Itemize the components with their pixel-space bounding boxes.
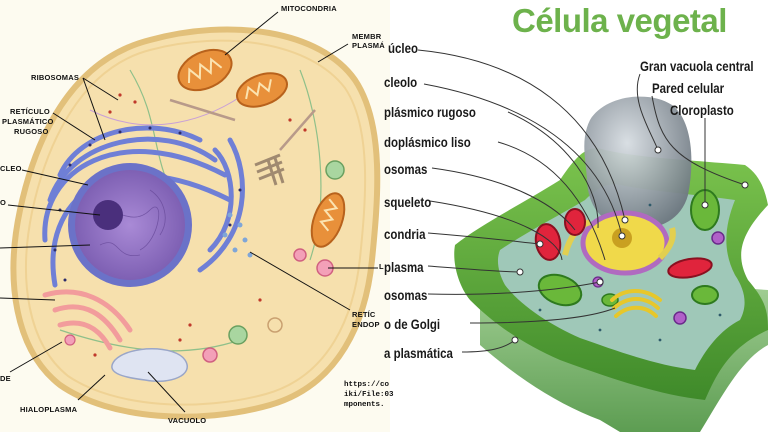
plant-label-vacuola: Gran vacuola central	[640, 58, 754, 74]
plant-label-citoesqueleto: squeleto	[384, 194, 432, 210]
label-rl: L	[379, 262, 384, 271]
plant-label-pared: Pared celular	[652, 80, 725, 96]
label-membrana-1: MEMBR	[352, 32, 382, 41]
label-reticulo-3: RUGOSO	[14, 127, 49, 136]
animal-nucleolus	[93, 200, 123, 230]
plant-label-membrana: a plasmática	[384, 345, 453, 361]
label-hialoplasma: HIALOPLASMA	[20, 405, 78, 414]
animal-golgi	[42, 289, 133, 351]
label-membrana-2: PLASMÁ	[352, 41, 385, 50]
plant-label-mitocondria: condria	[384, 226, 426, 242]
plant-label-re-liso: doplásmico liso	[384, 134, 471, 150]
label-lisosoma: DE	[0, 374, 11, 383]
label-reticulo-liso-2: ENDOP	[352, 320, 380, 329]
plant-label-lisosomas: osomas	[384, 287, 428, 303]
label-reticulo-2: PLASMÁTICO	[2, 117, 54, 126]
plant-label-nucleo: úcleo	[388, 40, 418, 56]
label-vacuolo: VACUOLO	[168, 416, 207, 425]
animal-cell	[0, 11, 381, 420]
label-reticulo-1: RETÍCULO	[10, 107, 50, 116]
plant-label-ribosomas: osomas	[384, 161, 428, 177]
page-title: Célula vegetal	[512, 2, 727, 39]
label-reticulo-liso-1: RETÍC	[352, 310, 376, 319]
plant-vacuole	[584, 96, 692, 230]
plant-label-cloroplasto: Cloroplasto	[670, 102, 734, 118]
plant-label-re-rugoso: plásmico rugoso	[384, 104, 476, 120]
plant-label-nucleolo: cleolo	[384, 74, 418, 90]
source-credit: https://co iki/File:03 mponents.	[344, 380, 394, 410]
animal-mitochondria	[177, 48, 346, 248]
credit-line: https://co	[344, 381, 390, 389]
plant-label-citoplasma: plasma	[384, 259, 424, 275]
label-nucleo: CLEO	[0, 164, 22, 173]
animal-vacuole	[111, 348, 188, 382]
label-ribosomas: RIBOSOMAS	[31, 73, 80, 82]
plant-label-golgi: o de Golgi	[384, 316, 441, 332]
credit-line: iki/File:03	[344, 391, 394, 399]
plant-cell	[417, 49, 768, 432]
credit-line: mponents.	[344, 401, 385, 409]
label-mitocondria: MITOCONDRIA	[281, 4, 337, 13]
label-nucleolo: O	[0, 198, 7, 207]
